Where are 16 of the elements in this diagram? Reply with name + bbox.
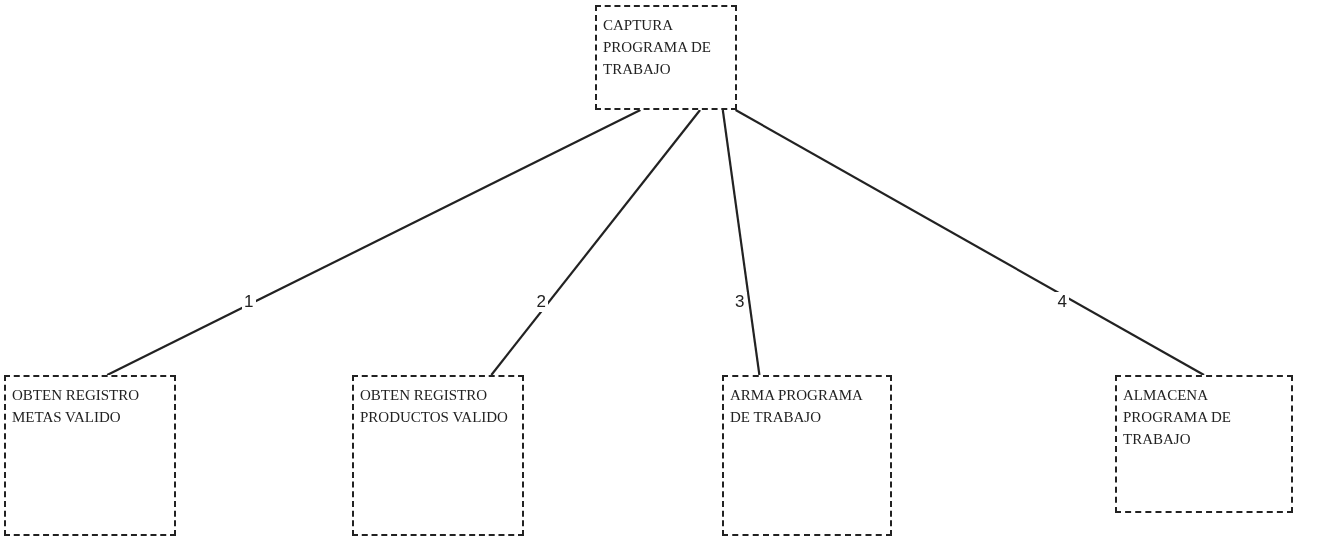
connector-line: [106, 109, 641, 376]
edge-label: 1: [242, 292, 256, 312]
process-box: [722, 375, 892, 536]
process-box: [1115, 375, 1293, 513]
connector-line: [721, 109, 761, 376]
box-text: ARMA PROGRAMA DE TRABAJO: [730, 386, 864, 427]
connector-line: [735, 109, 1205, 376]
box-text: ALMACENA PROGRAMA DE TRABAJO: [1123, 386, 1232, 449]
box-text: CAPTURA PROGRAMA DE TRABAJO: [603, 16, 712, 79]
connector-line: [490, 109, 701, 376]
box-text: OBTEN REGISTRO PRODUCTOS VALIDO: [360, 386, 509, 427]
process-box: [595, 5, 737, 110]
process-box: [352, 375, 524, 536]
process-box: [4, 375, 176, 536]
box-text: OBTEN REGISTRO METAS VALIDO: [12, 386, 141, 427]
edge-label: 2: [534, 292, 548, 312]
